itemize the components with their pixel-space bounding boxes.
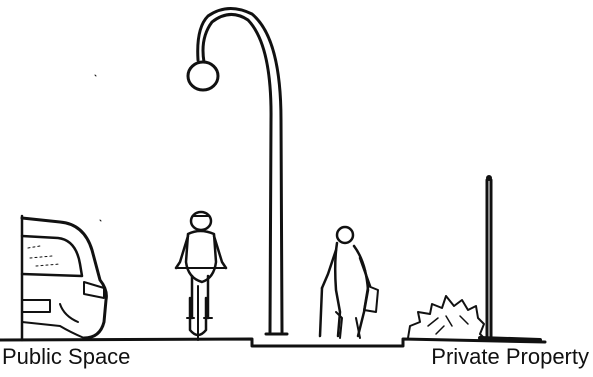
private-property-label: Private Property <box>431 344 589 370</box>
fence-post <box>480 175 540 340</box>
shrub <box>408 296 486 340</box>
parked-car <box>22 216 106 340</box>
cyclist <box>176 212 226 340</box>
pedestrian <box>320 227 378 338</box>
public-space-label: Public Space <box>2 344 130 370</box>
street-lamp <box>188 8 287 334</box>
paper-specks <box>95 75 366 271</box>
